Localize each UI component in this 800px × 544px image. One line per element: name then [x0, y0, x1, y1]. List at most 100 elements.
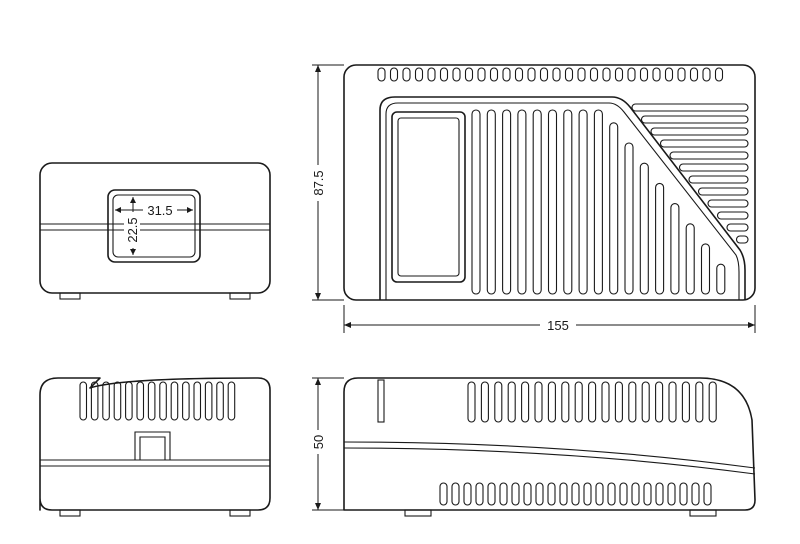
arrowhead-icon — [315, 378, 321, 385]
height-dimension-label: 87.5 — [311, 170, 326, 195]
side-view-foot-left — [404, 509, 432, 517]
vent-slot — [521, 381, 530, 423]
raised-panel-outline — [379, 96, 746, 300]
vent-slot — [136, 381, 145, 421]
vent-slot — [716, 211, 749, 220]
vent-slot — [655, 482, 664, 506]
vent-slot — [652, 67, 661, 82]
arrowhead-icon — [344, 322, 351, 328]
rear-end-slots — [79, 381, 236, 421]
vent-slot — [601, 381, 610, 423]
vent-slot — [627, 67, 636, 82]
raised-panel-inner — [385, 102, 740, 300]
vent-slot — [577, 67, 586, 82]
vent-slot — [679, 482, 688, 506]
vent-slot — [668, 381, 677, 423]
vent-slot — [667, 482, 676, 506]
vent-slot — [650, 127, 749, 136]
rear-end-tab — [134, 431, 171, 460]
vent-slot — [499, 482, 508, 506]
end-view-foot-right — [229, 292, 251, 300]
vent-slot — [159, 381, 167, 421]
vent-slot — [631, 482, 640, 506]
label-backing — [143, 202, 177, 217]
top-view-window-inner — [397, 117, 460, 277]
vent-slot — [113, 381, 122, 421]
vent-slot — [527, 67, 536, 82]
vent-slot — [487, 482, 496, 506]
vent-slot — [547, 381, 556, 423]
arrowhead-icon — [130, 249, 136, 255]
side-view-notch — [377, 379, 385, 423]
vent-slot — [467, 381, 476, 423]
end-view-outline — [39, 162, 271, 294]
vent-slot — [486, 109, 496, 295]
horizontal-slots — [631, 103, 749, 244]
vent-slot — [678, 163, 749, 172]
vent-slot — [511, 482, 520, 506]
rear-end-foot-right — [229, 509, 251, 517]
vent-slot — [559, 482, 568, 506]
vent-slot — [574, 381, 583, 423]
side-view-outline — [343, 377, 756, 511]
vent-slot — [639, 67, 649, 82]
vent-slot — [535, 482, 544, 506]
vent-slot — [227, 381, 236, 421]
vent-slot — [641, 381, 650, 423]
vent-slot — [619, 482, 628, 506]
arrowhead-icon — [187, 207, 193, 213]
vent-slot — [643, 482, 652, 506]
vent-slot — [427, 67, 436, 82]
vent-slot — [695, 381, 704, 423]
vent-slot — [655, 182, 665, 295]
width-dimension-label: 155 — [547, 318, 569, 333]
vent-slot — [631, 103, 749, 112]
side-view: 50 — [310, 377, 756, 517]
vent-slot — [589, 67, 599, 82]
vent-slot — [102, 381, 110, 421]
vent-slot — [507, 381, 516, 423]
vent-slot — [681, 381, 690, 423]
vent-slot — [609, 122, 619, 295]
vent-slot — [677, 67, 686, 82]
vent-slot — [532, 109, 542, 295]
vent-slot — [595, 482, 604, 506]
label-backing — [310, 430, 326, 454]
vent-slot — [147, 381, 156, 421]
vent-slot — [502, 67, 511, 82]
vent-slot — [563, 109, 573, 295]
vent-slot — [593, 109, 603, 295]
vent-slot — [471, 109, 481, 295]
side-bottom-slots — [439, 482, 712, 506]
label-backing — [540, 317, 576, 333]
vent-slot — [547, 109, 558, 295]
vent-slot — [691, 482, 700, 506]
vent-slot — [703, 482, 712, 506]
end-view-rear — [39, 377, 271, 517]
vent-slot — [726, 223, 749, 232]
vent-slot — [602, 67, 611, 82]
vent-slot — [414, 67, 424, 82]
vent-slot — [439, 67, 449, 82]
vent-slot — [523, 482, 532, 506]
vent-slot — [402, 67, 411, 82]
vent-slot — [480, 381, 489, 423]
vent-slot — [216, 381, 224, 421]
vent-slot — [614, 67, 624, 82]
top-view-outline — [343, 64, 756, 301]
vent-slot — [578, 109, 588, 295]
top-view: 87.5 155 — [310, 64, 756, 333]
rear-end-foot-left — [59, 509, 81, 517]
side-height-dimension-label: 50 — [311, 435, 326, 449]
vent-slot — [614, 381, 623, 423]
top-view-window — [391, 111, 466, 283]
window-height-label: 22.5 — [125, 217, 140, 242]
vent-slot — [517, 109, 527, 295]
vent-slot — [607, 482, 616, 506]
vent-slot — [125, 381, 133, 421]
vent-slot — [552, 67, 561, 82]
vent-slot — [669, 151, 749, 160]
end-view-foot-left — [59, 292, 81, 300]
vent-slot — [700, 243, 711, 295]
